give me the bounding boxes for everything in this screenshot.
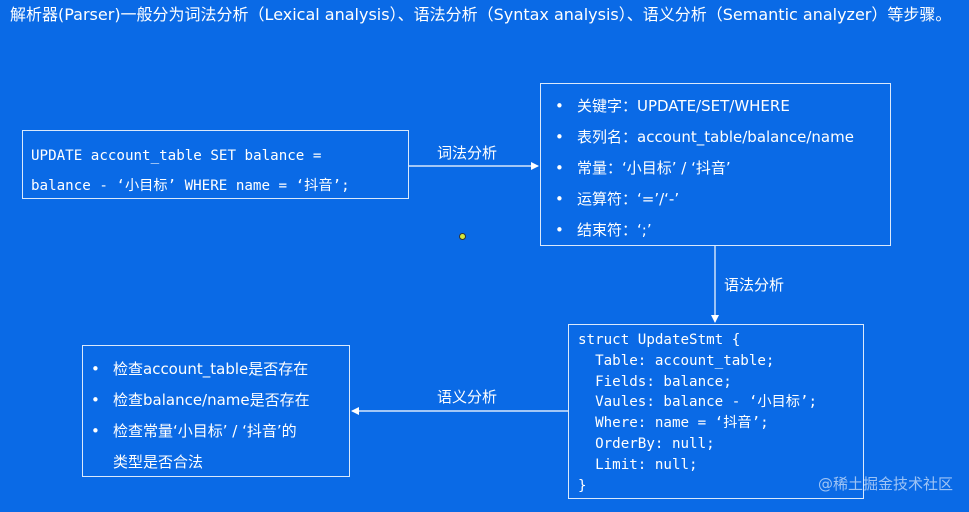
ast-line: Table: account_table; <box>578 352 775 369</box>
check-list: 检查account_table是否存在 检查balance/name是否存在 检… <box>91 354 349 447</box>
syntax-tree-box: struct UpdateStmt { Table: account_table… <box>568 324 864 499</box>
ast-line: Where: name = ‘抖音’; <box>578 415 769 432</box>
semantic-checks-box: 检查account_table是否存在 检查balance/name是否存在 检… <box>82 345 350 477</box>
watermark: @稀土掘金技术社区 <box>817 475 953 493</box>
ast-line: struct UpdateStmt { <box>578 332 741 348</box>
token-constants: 常量：‘小目标’ / ‘抖音’ <box>555 153 890 184</box>
check-constant-types-continued: 类型是否合法 <box>113 453 204 471</box>
sql-line-1: UPDATE account_table SET balance = <box>31 148 322 164</box>
ast-line: Limit: null; <box>578 456 698 473</box>
edge-label-syntax: 语法分析 <box>724 276 785 294</box>
token-identifiers: 表列名：account_table/balance/name <box>555 122 890 153</box>
token-list: 关键字：UPDATE/SET/WHERE 表列名：account_table/b… <box>555 91 890 246</box>
ast-line: Fields: balance; <box>578 373 732 390</box>
edge-label-lexical: 词法分析 <box>437 144 498 162</box>
lexical-tokens-box: 关键字：UPDATE/SET/WHERE 表列名：account_table/b… <box>540 83 891 246</box>
check-constant-types: 检查常量‘小目标’ / ‘抖音’的 <box>91 416 349 447</box>
ast-line: } <box>578 477 587 494</box>
sql-statement-box: UPDATE account_table SET balance = balan… <box>22 130 409 199</box>
token-operators: 运算符：‘=’/‘-’ <box>555 184 890 215</box>
sql-line-2: balance - ‘小目标’ WHERE name = ‘抖音’; <box>31 178 350 194</box>
token-terminator: 结束符：‘;’ <box>555 215 890 246</box>
ast-line: OrderBy: null; <box>578 435 715 452</box>
check-table-exists: 检查account_table是否存在 <box>91 354 349 385</box>
token-keywords: 关键字：UPDATE/SET/WHERE <box>555 91 890 122</box>
ast-line: Vaules: balance - ‘小目标’; <box>578 394 818 411</box>
check-columns-exist: 检查balance/name是否存在 <box>91 385 349 416</box>
cursor-dot <box>459 233 466 240</box>
edge-label-semantic: 语义分析 <box>437 388 498 406</box>
page-title: 解析器(Parser)一般分为词法分析（Lexical analysis）、语法… <box>10 5 952 24</box>
